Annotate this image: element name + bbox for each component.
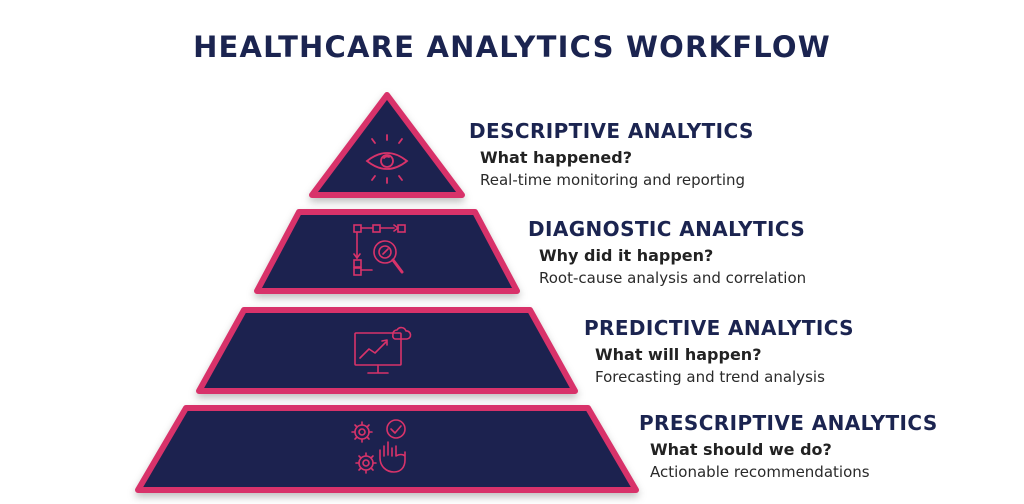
- tier-description: Forecasting and trend analysis: [595, 368, 825, 386]
- tier-descriptive-text: DESCRIPTIVE ANALYTICS What happened? Rea…: [469, 119, 754, 189]
- tier-prescriptive-text: PRESCRIPTIVE ANALYTICS What should we do…: [639, 411, 938, 481]
- tier-description: Real-time monitoring and reporting: [480, 171, 746, 189]
- tier-question: Why did it happen?: [539, 246, 714, 265]
- flow-magnifier-icon: [353, 224, 406, 276]
- gears-hand-check-icon: [351, 419, 406, 474]
- tier-question: What should we do?: [650, 440, 832, 459]
- pyramid-tier-predictive: [196, 307, 578, 394]
- page-title: HEALTHCARE ANALYTICS WORKFLOW: [193, 30, 831, 64]
- tier-heading: PRESCRIPTIVE ANALYTICS: [639, 411, 938, 435]
- pyramid-tier-descriptive: [309, 92, 465, 198]
- monitor-trend-cloud-icon: [354, 326, 412, 374]
- pyramid-tier-prescriptive: [135, 405, 639, 493]
- tier-description: Root-cause analysis and correlation: [539, 269, 807, 287]
- tier-diagnostic-text: DIAGNOSTIC ANALYTICS Why did it happen? …: [528, 217, 806, 287]
- tier-heading: DESCRIPTIVE ANALYTICS: [469, 119, 754, 143]
- tier-predictive-text: PREDICTIVE ANALYTICS What will happen? F…: [584, 316, 854, 386]
- tier-question: What will happen?: [595, 345, 762, 364]
- tier-description: Actionable recommendations: [650, 463, 870, 481]
- tier-heading: PREDICTIVE ANALYTICS: [584, 316, 854, 340]
- eye-icon: [365, 134, 409, 184]
- tier-heading: DIAGNOSTIC ANALYTICS: [528, 217, 806, 241]
- tier-question: What happened?: [480, 148, 632, 167]
- pyramid-tier-diagnostic: [254, 209, 520, 294]
